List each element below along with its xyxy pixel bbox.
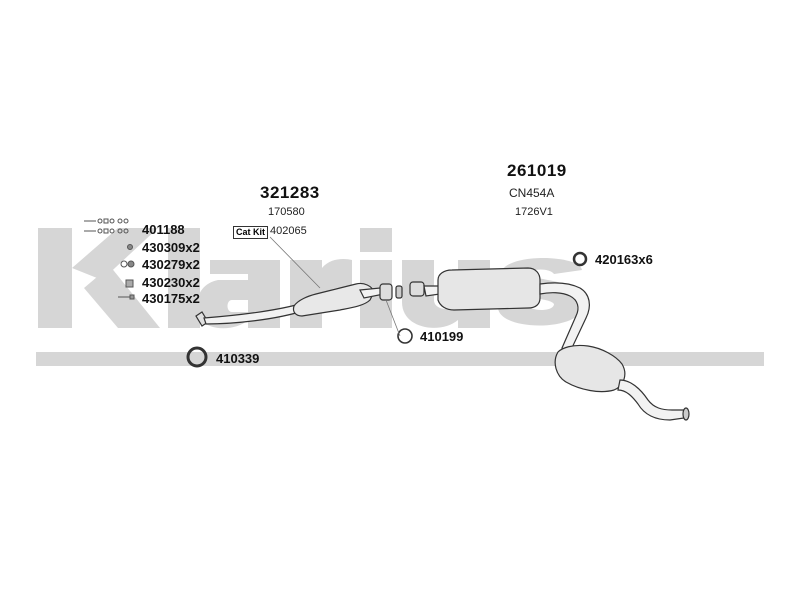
ring-label-410339: 410339 xyxy=(216,351,260,366)
ring-410199-icon xyxy=(397,328,413,344)
fitting-label: 430175x2 xyxy=(142,291,200,306)
ring-410339-icon xyxy=(186,346,208,368)
front-pipe-cat xyxy=(195,282,403,327)
cat-kit-badge: Cat Kit xyxy=(233,226,268,239)
fitting-label: 430230x2 xyxy=(142,275,200,290)
fitting-label: 430279x2 xyxy=(142,257,200,272)
ring-label-420163: 420163x6 xyxy=(595,252,653,267)
bolt-set-icon xyxy=(84,218,129,234)
washer-icon xyxy=(125,279,134,288)
rear-assembly-code-2: 1726V1 xyxy=(515,206,553,218)
fitting-label: 401188 xyxy=(142,222,185,237)
rear-section xyxy=(409,267,690,421)
ring-label-410199: 410199 xyxy=(420,329,464,344)
ring-icons xyxy=(186,251,588,368)
cat-kit-part-number: 402065 xyxy=(270,225,307,237)
fittings-icons xyxy=(84,218,135,300)
nut-icon xyxy=(127,244,133,250)
stud-icon xyxy=(118,294,135,300)
fitting-label: 430309x2 xyxy=(142,240,200,255)
front-assembly-sub-part: 170580 xyxy=(268,206,305,218)
rear-assembly-code-1: CN454A xyxy=(509,186,555,200)
rear-assembly-part-number: 261019 xyxy=(507,161,567,180)
clamp-icon xyxy=(120,260,135,268)
front-assembly-part-number: 321283 xyxy=(260,183,320,202)
leader-lines xyxy=(269,236,401,337)
ring-420163-icon xyxy=(572,251,588,267)
